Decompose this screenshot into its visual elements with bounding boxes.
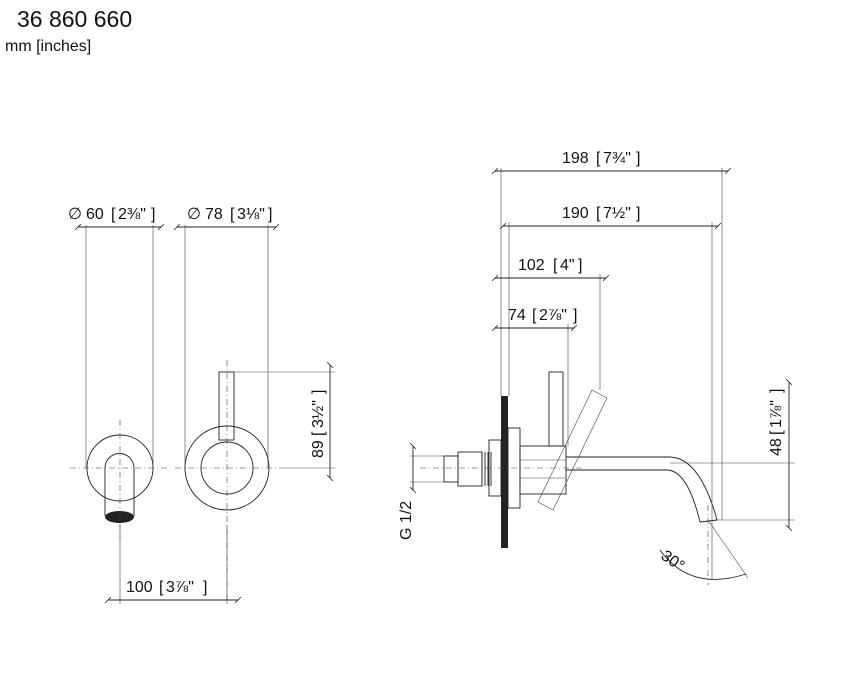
bracket-open: [ [596,150,601,167]
bracket-close: ] [768,389,785,393]
diameter-symbol: ∅ [187,206,201,223]
dim-74-mm: 74 [508,307,526,324]
bracket-open: [ [310,431,327,436]
dim-102-inch: 4" [560,257,575,274]
side-elevation-view: 198 [ 7¾" ] 190 [ 7½" ] 102 [ 4" ] 74 [ … [398,150,795,585]
dim-198-inch: 7¾" [603,150,631,167]
bracket-open: [ [768,430,785,435]
small-rosette-view: ∅ 60 [ 2⅜" ] [68,206,170,540]
mixer-body [519,445,567,495]
dim-48-mm: 48 [768,438,785,456]
bracket-close: ] [203,579,207,596]
mixer-rosette-view: ∅ 78 [ 3⅛" ] 89 [ 3½" ] 100 [ 3⅞" ] [104,206,335,604]
lever-tilted [537,389,608,511]
bracket-close: ] [151,206,155,223]
dim-78-inch: 3⅛" [237,206,265,223]
bracket-open: [ [532,307,537,324]
bracket-open: [ [553,257,558,274]
dim-190-inch: 7½" [603,205,631,222]
bracket-open: [ [230,206,235,223]
bracket-open: [ [596,205,601,222]
dim-100-mm: 100 [126,579,153,596]
product-number: 36 860 660 [17,6,133,32]
dim-190-mm: 190 [562,205,589,222]
dim-89-inch: 3½" [310,400,327,428]
wall-plate [501,396,508,548]
spout-outlet [105,511,134,523]
dim-60-mm: 60 [86,206,104,223]
bracket-close: ] [573,307,577,324]
spout-pipe [104,468,135,516]
dim-198-mm: 198 [562,150,589,167]
dim-48-inch: 1⅞" [768,400,785,428]
bracket-close: ] [578,257,582,274]
dim-89-mm: 89 [310,440,327,458]
spout [566,456,718,523]
bracket-close: ] [310,390,327,394]
connector-body [443,455,459,483]
bracket-close: ] [636,205,640,222]
bracket-close: ] [268,206,272,223]
angle-arc [659,549,747,580]
dim-78-mm: 78 [205,206,223,223]
units-label: mm [inches] [5,38,92,55]
diameter-symbol: ∅ [68,206,82,223]
lever-upright [548,371,564,447]
mixer-lever [218,371,235,441]
bracket-close: ] [636,150,640,167]
dim-60-inch: 2⅜" [118,206,146,223]
bracket-open: [ [111,206,116,223]
connector-nut [457,451,483,487]
spout-top [104,453,135,469]
bracket-open: [ [159,579,164,596]
thread-size: G 1/2 [398,501,415,540]
dim-100-inch: 3⅞" [166,579,194,596]
dim-102-mm: 102 [518,257,545,274]
dim-74-inch: 2⅞" [539,307,567,324]
thread-lines [481,452,492,486]
